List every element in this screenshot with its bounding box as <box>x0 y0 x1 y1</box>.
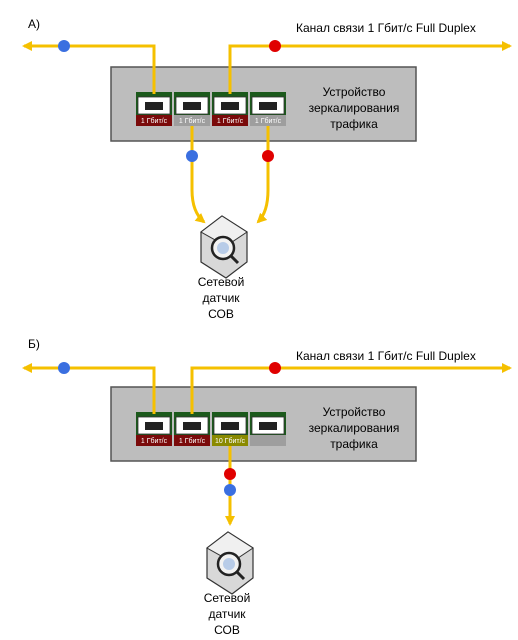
port-3-speed-label: 10 Гбит/с <box>215 437 246 445</box>
port-3-speed-label: 1 Гбит/с <box>217 117 244 125</box>
diagram-panel-a: 1 Гбит/с 1 Гбит/с 1 Гбит/с <box>22 17 512 321</box>
port-4 <box>250 412 286 446</box>
port-1: 1 Гбит/с <box>136 412 172 446</box>
wire-right-upstream <box>190 363 512 414</box>
device-ports: 1 Гбит/с 1 Гбит/с 1 Гбит/с <box>136 92 286 126</box>
mirror-dot-blue <box>224 484 236 496</box>
traffic-dot-blue <box>58 40 70 52</box>
port-1-speed-bg <box>136 115 172 126</box>
panel-b-svg: 1 Гбит/с 1 Гбит/с 10 Гбит/с <box>22 362 512 595</box>
port-1-speed-label: 1 Гбит/с <box>141 117 168 125</box>
traffic-dot-blue <box>58 362 70 374</box>
wire-right-upstream <box>228 41 512 94</box>
wire-mirror-blue <box>190 126 206 224</box>
panel-a-label: А) <box>28 17 40 31</box>
panel-a-link-label: Канал связи 1 Гбит/с Full Duplex <box>296 21 476 35</box>
mirror-dot-red <box>224 468 236 480</box>
panel-a-device-label: Устройство зеркалирования трафика <box>308 85 400 131</box>
port-2: 1 Гбит/с <box>174 92 210 126</box>
panel-b-sensor-label: Сетевой датчик СОВ <box>203 591 251 637</box>
panel-b-device-label: Устройство зеркалирования трафика <box>308 405 400 451</box>
port-4-speed-label: 1 Гбит/с <box>255 117 282 125</box>
port-2-speed-label: 1 Гбит/с <box>179 117 206 125</box>
wire-mirror-red <box>256 126 270 224</box>
mirror-dot-blue <box>186 150 198 162</box>
port-2: 1 Гбит/с <box>174 412 210 446</box>
mirror-dot-red <box>262 150 274 162</box>
panel-a-svg: 1 Гбит/с 1 Гбит/с 1 Гбит/с <box>22 40 512 279</box>
port-3: 10 Гбит/с <box>212 412 248 446</box>
port-1-speed-label: 1 Гбит/с <box>141 437 168 445</box>
port-1: 1 Гбит/с <box>136 92 172 126</box>
port-2-speed-label: 1 Гбит/с <box>179 437 206 445</box>
ids-sensor-icon <box>200 215 248 279</box>
panel-b-link-label: Канал связи 1 Гбит/с Full Duplex <box>296 349 476 363</box>
traffic-dot-red <box>269 362 281 374</box>
port-3: 1 Гбит/с <box>212 92 248 126</box>
device-ports: 1 Гбит/с 1 Гбит/с 10 Гбит/с <box>136 412 286 446</box>
panel-b-label: Б) <box>28 337 40 351</box>
diagram-panel-b: 1 Гбит/с 1 Гбит/с 10 Гбит/с <box>0 320 518 640</box>
traffic-dot-red <box>269 40 281 52</box>
ids-sensor-icon <box>206 531 254 595</box>
port-4: 1 Гбит/с <box>250 92 286 126</box>
panel-a-sensor-label: Сетевой датчик СОВ <box>197 275 245 321</box>
